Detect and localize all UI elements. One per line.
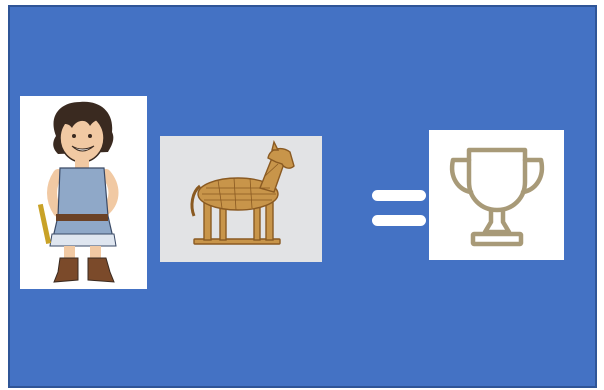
trophy-image — [429, 130, 564, 260]
trophy-outline-icon — [429, 130, 564, 260]
trojan-horse-image — [160, 136, 322, 262]
equals-icon — [372, 188, 426, 230]
trojan-horse-icon — [160, 136, 322, 262]
greek-warrior-icon — [20, 96, 147, 289]
greek-warrior-image — [20, 96, 147, 289]
